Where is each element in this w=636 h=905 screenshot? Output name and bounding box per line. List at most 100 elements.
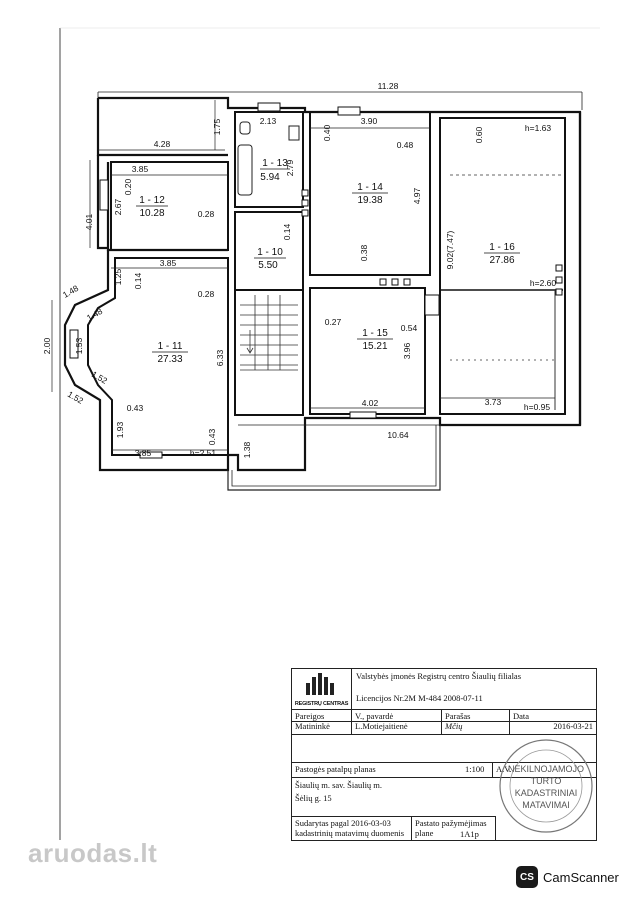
building-label-text: Pastato pažymėjimas plane <box>415 818 487 838</box>
dim-020: 0.20 <box>123 178 133 195</box>
room-1-16-area: 27.86 <box>489 255 514 266</box>
dim-385c: 3.85 <box>135 448 152 458</box>
room-1-11-area: 27.33 <box>157 354 182 365</box>
hdr-name: V., pavardė <box>352 710 442 721</box>
stamp-line-3: KADASTRINIAI <box>514 788 578 798</box>
dim-428: 4.28 <box>154 139 171 149</box>
room-1-14-id: 1 - 14 <box>357 182 383 193</box>
room-1-13 <box>234 111 304 208</box>
hdr-position: Pareigos <box>292 710 352 721</box>
dim-152b: 1.52 <box>66 389 86 406</box>
dim-497: 4.97 <box>412 187 422 204</box>
dim-027: 0.27 <box>325 317 342 327</box>
dim-633: 6.33 <box>215 349 225 366</box>
dim-385a: 3.85 <box>132 164 149 174</box>
dim-014b: 0.14 <box>133 272 143 289</box>
dim-396: 3.96 <box>402 342 412 359</box>
position: Matininkė <box>292 720 352 734</box>
aruodas-watermark: aruodas.lt <box>28 838 158 868</box>
date: 2016-03-21 <box>553 721 593 731</box>
dim-213: 2.13 <box>260 116 277 126</box>
dim-038: 0.38 <box>359 244 369 261</box>
stamp-line-4: MATAVIMAI <box>522 800 570 810</box>
scale: 1:100 <box>465 764 485 774</box>
dim-028a: 0.28 <box>198 209 215 219</box>
sheet-title: Pastogės patalpų planas <box>295 764 376 774</box>
dim-h163: h=1.63 <box>525 123 552 133</box>
room-1-14 <box>309 111 431 276</box>
dim-401: 4.01 <box>84 213 94 230</box>
room-1-12-id: 1 - 12 <box>139 195 165 206</box>
dim-402: 4.02 <box>362 398 379 408</box>
signature: Mčių <box>442 720 510 734</box>
dim-043b: 0.43 <box>207 428 217 445</box>
hdr-signature: Parašas <box>442 710 510 721</box>
camscanner-label: CamScanner <box>543 869 619 885</box>
room-1-16 <box>439 117 566 415</box>
dim-054: 0.54 <box>401 323 418 333</box>
license: Licencijos Nr.2M M-484 2008-07-11 <box>356 693 483 703</box>
room-1-14-area: 19.38 <box>357 195 382 206</box>
dim-bottom-width: 10.64 <box>387 430 409 440</box>
room-1-11-id: 1 - 11 <box>158 341 183 352</box>
room-1-11 <box>87 257 229 456</box>
dim-390: 3.90 <box>361 116 378 126</box>
surveyor-name: L.Motiejaitienė <box>352 720 442 734</box>
dim-048: 0.48 <box>397 140 414 150</box>
cadastral-stamp: NEKILNOJAMOJO TURTO KADASTRINIAI MATAVIM… <box>496 736 596 836</box>
building-code: 1A1p <box>460 829 479 839</box>
building-label: Pastato pažymėjimas plane <box>412 816 496 840</box>
stamp-line-1: NEKILNOJAMOJO <box>507 764 584 774</box>
dim-h251: h=2.51 <box>190 448 217 458</box>
room-1-13-area: 5.94 <box>260 172 280 183</box>
dim-028b: 0.28 <box>198 289 215 299</box>
dim-h095: h=0.95 <box>524 402 551 412</box>
room-1-10-area: 5.50 <box>258 260 278 271</box>
toilet <box>239 121 251 135</box>
place-line-2: Šėlių g. 15 <box>295 793 332 803</box>
dim-overall-width: 11.28 <box>378 81 399 91</box>
room-1-10-id: 1 - 10 <box>257 247 283 258</box>
room-1-15-id: 1 - 15 <box>362 328 388 339</box>
room-1-13-id: 1 - 13 <box>262 158 288 169</box>
dim-040: 0.40 <box>322 124 332 141</box>
dim-148b: 1.48 <box>85 306 105 323</box>
dim-373: 3.73 <box>485 397 502 407</box>
bathtub <box>237 144 253 196</box>
dim-h260: h=2.60 <box>530 278 557 288</box>
dim-060: 0.60 <box>474 126 484 143</box>
org-name: Valstybės įmonės Registrų centro Šiaulių… <box>356 671 522 681</box>
dim-153: 1.53 <box>74 337 84 354</box>
dimension-lines <box>51 100 555 451</box>
dim-125: 1.25 <box>113 268 123 285</box>
room-1-16-id: 1 - 16 <box>489 242 515 253</box>
dim-148a: 1.48 <box>61 283 81 300</box>
dim-043a: 0.43 <box>127 403 144 413</box>
room-1-12 <box>110 161 229 251</box>
registru-centras-logo: REGISTRŲ CENTRAS <box>292 669 352 709</box>
hdr-date: Data <box>513 711 530 721</box>
dim-014a: 0.14 <box>282 223 292 240</box>
balcony <box>227 425 441 491</box>
dim-902: 9.02(7.47) <box>445 230 455 269</box>
windows <box>69 102 440 459</box>
title-block: REGISTRŲ CENTRAS Valstybės įmonės Regist… <box>291 668 597 841</box>
room-1-12-area: 10.28 <box>139 208 164 219</box>
stairs <box>240 295 298 371</box>
dim-200: 2.00 <box>42 337 52 354</box>
place-line-1: Šiaulių m. sav. Šiaulių m. <box>295 780 383 790</box>
logo-text: REGISTRŲ CENTRAS <box>294 701 349 707</box>
dim-267: 2.67 <box>113 198 123 215</box>
dim-138: 1.38 <box>242 441 252 458</box>
stair-hall <box>234 289 304 416</box>
stamp-line-2: TURTO <box>530 776 562 786</box>
vent-blocks <box>301 189 563 296</box>
prepared-note: Sudarytas pagal 2016-03-03 kadastrinių m… <box>292 816 412 840</box>
camscanner-icon: CS <box>516 866 538 888</box>
dim-152a: 1.52 <box>90 369 110 386</box>
dim-279: 2.79 <box>285 159 295 176</box>
camscanner-badge: CS CamScanner <box>516 866 619 888</box>
room-1-15-area: 15.21 <box>362 341 387 352</box>
